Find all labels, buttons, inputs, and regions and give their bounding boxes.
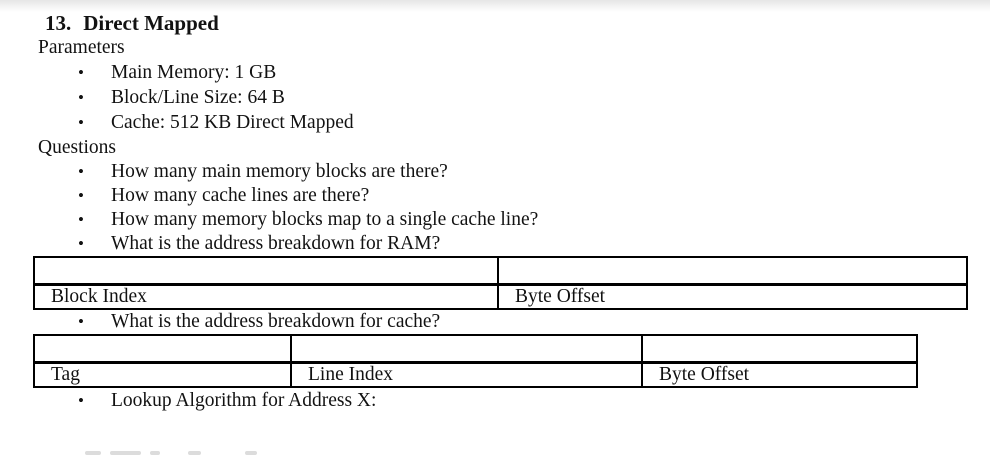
list-item: • Main Memory: 1 GB bbox=[0, 60, 990, 85]
bullet-icon: • bbox=[78, 210, 84, 229]
cache-address-table: Tag Line Index Byte Offset bbox=[33, 334, 918, 388]
section-heading: 13. Direct Mapped bbox=[45, 12, 990, 35]
empty-cell bbox=[290, 334, 643, 364]
table-row bbox=[33, 334, 918, 364]
lookup-list: • Lookup Algorithm for Address X: bbox=[0, 388, 990, 413]
bullet-icon: • bbox=[78, 162, 84, 181]
table-row: Tag Line Index Byte Offset bbox=[33, 361, 918, 388]
question-text: What is the address breakdown for RAM? bbox=[111, 233, 441, 254]
bullet-icon: • bbox=[78, 88, 84, 107]
list-item: • How many main memory blocks are there? bbox=[0, 160, 990, 184]
page-top-shadow bbox=[0, 0, 990, 12]
bullet-icon: • bbox=[78, 312, 84, 331]
questions-list: • How many main memory blocks are there?… bbox=[0, 160, 990, 256]
clipped-text-remnant bbox=[150, 451, 160, 455]
cache-table-label-byte-offset: Byte Offset bbox=[641, 361, 918, 388]
table-row bbox=[33, 256, 968, 286]
clipped-text-remnant bbox=[245, 451, 257, 455]
parameter-text: Block/Line Size: 64 B bbox=[111, 87, 285, 108]
parameter-text: Cache: 512 KB Direct Mapped bbox=[111, 112, 354, 133]
bullet-icon: • bbox=[78, 113, 84, 132]
cache-question-list: • What is the address breakdown for cach… bbox=[0, 310, 990, 334]
cache-table-label-line-index: Line Index bbox=[290, 361, 643, 388]
question-text: What is the address breakdown for cache? bbox=[111, 311, 441, 332]
parameter-text: Main Memory: 1 GB bbox=[111, 62, 277, 83]
list-item: • Cache: 512 KB Direct Mapped bbox=[0, 110, 990, 135]
section-number: 13. bbox=[45, 11, 72, 35]
list-item: • What is the address breakdown for RAM? bbox=[0, 232, 990, 256]
bullet-icon: • bbox=[78, 234, 84, 253]
ram-table-label-block-index: Block Index bbox=[33, 283, 499, 310]
list-item: • How many memory blocks map to a single… bbox=[0, 208, 990, 232]
parameters-label: Parameters bbox=[38, 37, 125, 58]
bullet-icon: • bbox=[78, 63, 84, 82]
section-title: Direct Mapped bbox=[83, 11, 219, 35]
list-item: • Block/Line Size: 64 B bbox=[0, 85, 990, 110]
empty-cell bbox=[641, 334, 918, 364]
question-text: How many main memory blocks are there? bbox=[111, 161, 448, 182]
ram-address-table: Block Index Byte Offset bbox=[33, 256, 968, 310]
question-text: How many cache lines are there? bbox=[111, 185, 370, 206]
list-item: • What is the address breakdown for cach… bbox=[0, 310, 990, 334]
clipped-text-remnant bbox=[188, 451, 201, 455]
empty-cell bbox=[33, 334, 292, 364]
bullet-icon: • bbox=[78, 186, 84, 205]
question-text: How many memory blocks map to a single c… bbox=[111, 209, 539, 230]
empty-cell bbox=[497, 256, 968, 286]
table-row: Block Index Byte Offset bbox=[33, 283, 968, 310]
lookup-text: Lookup Algorithm for Address X: bbox=[111, 390, 377, 411]
empty-cell bbox=[33, 256, 499, 286]
clipped-text-remnant bbox=[85, 451, 101, 455]
cache-table-label-tag: Tag bbox=[33, 361, 292, 388]
parameters-list: • Main Memory: 1 GB • Block/Line Size: 6… bbox=[0, 60, 990, 135]
clipped-bottom-line bbox=[0, 450, 990, 457]
list-item: • How many cache lines are there? bbox=[0, 184, 990, 208]
bullet-icon: • bbox=[78, 391, 84, 410]
questions-label: Questions bbox=[38, 137, 116, 158]
clipped-text-remnant bbox=[110, 451, 141, 455]
ram-table-label-byte-offset: Byte Offset bbox=[497, 283, 968, 310]
list-item: • Lookup Algorithm for Address X: bbox=[0, 388, 990, 413]
